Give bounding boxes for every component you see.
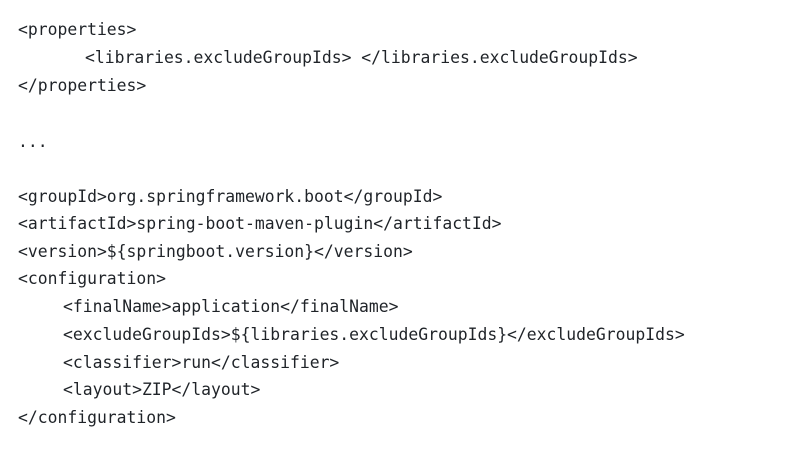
classifier-line: <classifier>run</classifier> <box>63 353 340 372</box>
final-name-line: <finalName>application</finalName> <box>63 297 399 316</box>
version-line: <version>${springboot.version}</version> <box>18 242 413 261</box>
configuration-open-line: <configuration> <box>18 269 167 288</box>
properties-close-line: </properties> <box>18 76 147 95</box>
exclude-group-ids-line: <excludeGroupIds>${libraries.excludeGrou… <box>63 325 685 344</box>
group-id-line: <groupId>org.springframework.boot</group… <box>18 187 443 206</box>
ellipsis-line: ... <box>18 132 48 151</box>
artifact-id-line: <artifactId>spring-boot-maven-plugin</ar… <box>18 214 502 233</box>
properties-open-line: <properties> <box>18 20 137 39</box>
exclude-group-ids-property-line: <libraries.excludeGroupIds> </libraries.… <box>85 48 638 67</box>
configuration-close-line: </configuration> <box>18 408 176 427</box>
layout-line: <layout>ZIP</layout> <box>63 380 261 399</box>
